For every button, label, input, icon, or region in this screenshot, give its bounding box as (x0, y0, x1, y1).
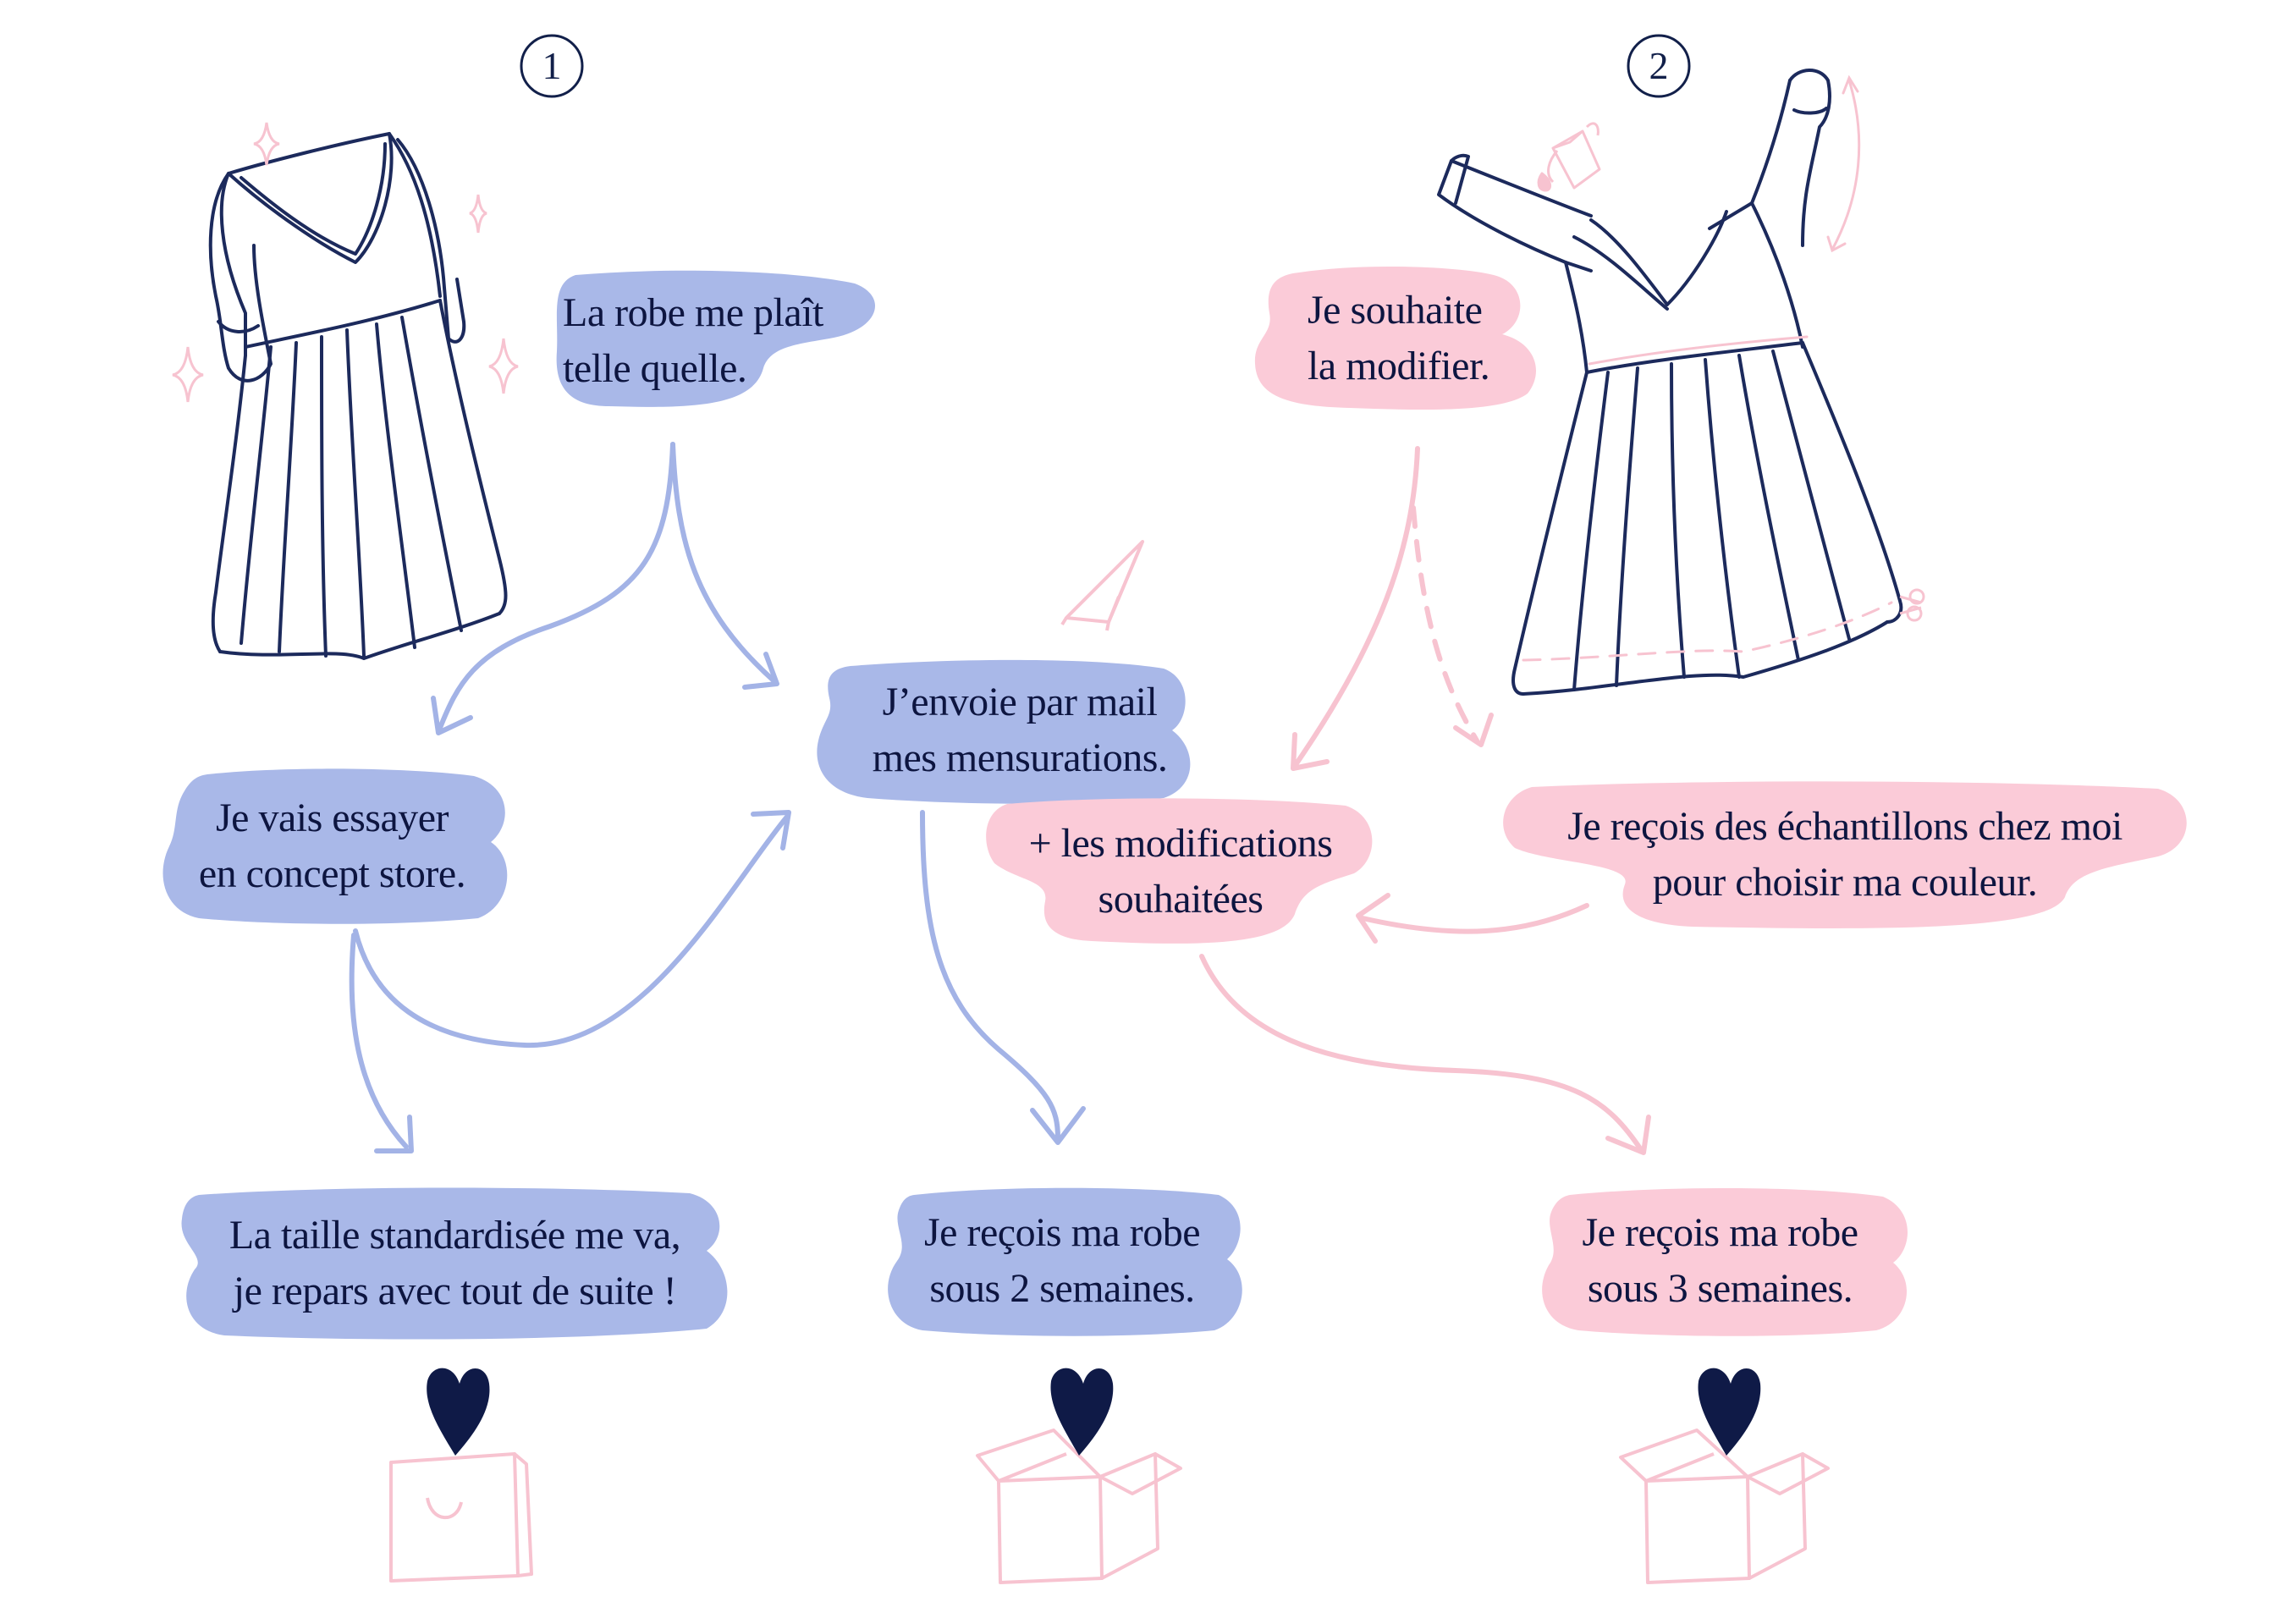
arrowhead-email (742, 652, 779, 690)
arrow-to-concept-store (438, 442, 675, 730)
arrow-store-to-size (349, 933, 409, 1149)
arrowhead-size (374, 1115, 414, 1153)
arrowhead-2weeks (1030, 1106, 1086, 1145)
bubble-size-fits: La taille standardisée me va, je repars … (173, 1185, 736, 1341)
bubble-receive-2-weeks-line1: Je reçois ma robe (923, 1210, 1201, 1255)
bubble-plus-modifications-line2: souhaitées (1098, 877, 1264, 922)
bubble-receive-2-weeks: Je reçois ma robe sous 2 semaines. (880, 1185, 1244, 1337)
arrowhead-3weeks (1605, 1115, 1651, 1155)
open-box-icon (1619, 1429, 1830, 1584)
bubble-concept-store-line2: en concept store. (198, 851, 466, 896)
arrowhead-modify-to-email (1291, 732, 1330, 771)
step-number-one-label: 1 (542, 44, 562, 87)
bubble-samples-line2: pour choisir ma couleur. (1652, 860, 2038, 905)
bubble-like-as-is-line1: La robe me plaît (563, 289, 823, 335)
arrowhead-concept-store (431, 696, 473, 735)
bubble-receive-2-weeks-line2: sous 2 semaines. (929, 1266, 1195, 1311)
heart-icon (1050, 1368, 1114, 1456)
bubble-samples-line1: Je reçois des échantillons chez moi (1567, 804, 2123, 849)
step-number-one: 1 (518, 32, 586, 100)
heart-icon (427, 1368, 490, 1456)
arrow-email-to-2weeks (920, 810, 1060, 1141)
bubble-like-as-is-line2: telle quelle. (563, 345, 747, 391)
bubble-want-modify: Je souhaite la modifier. (1248, 262, 1549, 415)
bubble-samples: Je reçois des échantillons chez moi pour… (1498, 779, 2192, 931)
bubble-want-modify-line2: la modifier. (1308, 344, 1490, 388)
bubble-receive-3-weeks-line2: sous 3 semaines. (1587, 1266, 1853, 1311)
arrow-to-email (670, 442, 777, 684)
sleeve-length-arrow (1831, 79, 1861, 251)
bubble-receive-3-weeks: Je reçois ma robe sous 3 semaines. (1528, 1185, 1913, 1337)
open-box-icon (976, 1429, 1182, 1584)
arrow-modify-to-email (1292, 446, 1420, 768)
hem-adjust-line (1522, 601, 1893, 662)
arrow-samples-to-modifications (1360, 903, 1589, 934)
sparkle-icon (172, 122, 519, 403)
bubble-receive-3-weeks-line1: Je reçois ma robe (1582, 1210, 1858, 1255)
shopping-bag-icon (389, 1452, 533, 1583)
bubble-like-as-is: La robe me plaît telle quelle. (542, 267, 884, 415)
bubble-send-email-line2: mes mensurations. (872, 735, 1168, 780)
bubble-want-modify-line1: Je souhaite (1308, 288, 1483, 333)
modified-dress-icon (1437, 69, 1903, 696)
dress-icon (208, 132, 508, 660)
bubble-concept-store: Je vais essayer en concept store. (157, 766, 508, 927)
bubble-plus-modifications: + les modifications souhaitées (982, 795, 1379, 948)
step-number-two: 2 (1625, 32, 1693, 100)
bubble-send-email: J’envoie par mail mes mensurations. (808, 656, 1193, 804)
bubble-size-fits-line1: La taille standardisée me va, (228, 1212, 681, 1258)
arrow-store-to-email (353, 814, 790, 1049)
arrowhead-samples-to-modifications (1356, 893, 1390, 944)
scissors-icon (1899, 588, 1925, 622)
bubble-send-email-line1: J’envoie par mail (882, 679, 1158, 724)
bubble-size-fits-line2: je repars avec tout de suite ! (233, 1268, 677, 1313)
arrowhead-store-to-email (751, 810, 791, 851)
waist-adjust-line (1588, 335, 1809, 366)
arrow-modify-to-samples-dashed (1411, 505, 1479, 743)
paper-plane-icon (1060, 540, 1144, 631)
bubble-plus-modifications-line1: + les modifications (1028, 821, 1333, 866)
heart-icon (1698, 1368, 1761, 1456)
step-number-two-label: 2 (1649, 44, 1669, 87)
paint-bucket-icon (1537, 122, 1601, 192)
arrowhead-samples (1453, 713, 1494, 747)
arrow-modifications-to-3weeks (1199, 954, 1644, 1153)
bubble-concept-store-line1: Je vais essayer (215, 795, 449, 840)
